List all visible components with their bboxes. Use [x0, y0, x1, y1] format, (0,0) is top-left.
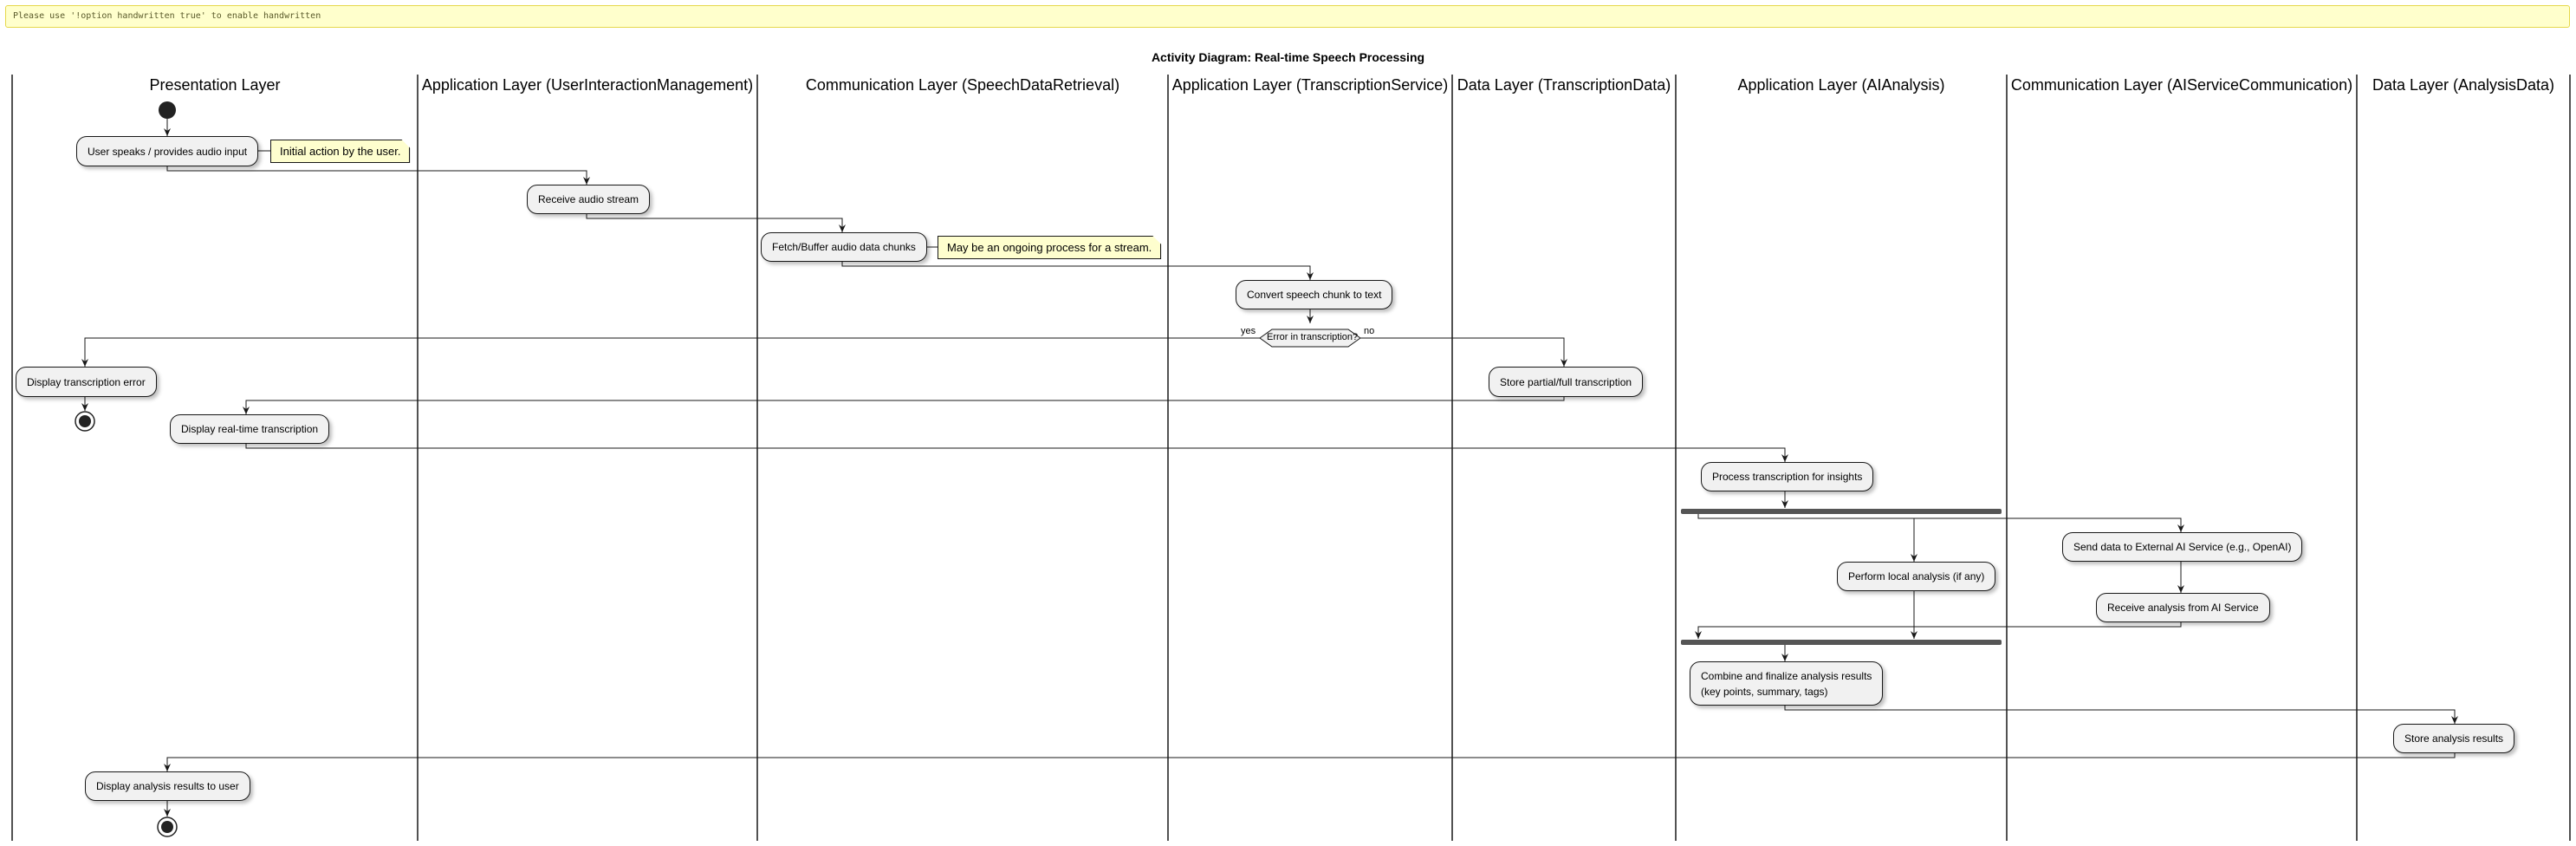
end-node-final — [157, 817, 178, 837]
handwritten-warning-banner: Please use '!option handwritten true' to… — [5, 5, 2570, 28]
decision-label: Error in transcription? — [1267, 332, 1359, 342]
activity-process-insights: Process transcription for insights — [1701, 462, 1874, 491]
activity-display-error: Display transcription error — [16, 367, 157, 397]
activity-receive-analysis: Receive analysis from AI Service — [2096, 593, 2270, 622]
activity-display-realtime: Display real-time transcription — [170, 414, 330, 444]
join-bar — [1681, 640, 2002, 645]
lane-title-ai-service-communication: Communication Layer (AIServiceCommunicat… — [2010, 76, 2353, 94]
lane-title-user-interaction: Application Layer (UserInteractionManage… — [421, 76, 754, 94]
activity-receive-audio: Receive audio stream — [527, 185, 651, 214]
activity-user-speaks: User speaks / provides audio input — [76, 136, 259, 166]
decision-yes-label: yes — [1241, 326, 1256, 336]
lane-title-analysis-data: Data Layer (AnalysisData) — [2372, 76, 2555, 94]
activity-display-results: Display analysis results to user — [85, 771, 250, 801]
lane-title-ai-analysis: Application Layer (AIAnalysis) — [1737, 76, 1945, 94]
activity-local-analysis: Perform local analysis (if any) — [1837, 562, 1996, 591]
decision-diamond — [1259, 329, 1361, 348]
activity-store-transcription: Store partial/full transcription — [1489, 367, 1644, 397]
activity-combine-results: Combine and finalize analysis results (k… — [1690, 661, 1884, 706]
start-node — [159, 101, 176, 119]
lane-dividers — [11, 75, 2571, 841]
lane-title-presentation: Presentation Layer — [149, 76, 281, 94]
activity-store-analysis: Store analysis results — [2393, 724, 2515, 753]
lane-title-speech-data-retrieval: Communication Layer (SpeechDataRetrieval… — [805, 76, 1120, 94]
activity-fetch-buffer: Fetch/Buffer audio data chunks — [761, 232, 927, 262]
end-node-error — [75, 411, 95, 432]
diagram-title: Activity Diagram: Real-time Speech Proce… — [1151, 50, 1425, 64]
decision-no-label: no — [1364, 326, 1375, 336]
note-initial-action: Initial action by the user. — [270, 140, 410, 163]
fork-bar — [1681, 509, 2002, 514]
lane-title-transcription-data: Data Layer (TranscriptionData) — [1457, 76, 1671, 94]
activity-convert-chunk: Convert speech chunk to text — [1236, 280, 1393, 309]
note-ongoing-process: May be an ongoing process for a stream. — [938, 236, 1161, 259]
lane-title-transcription-service: Application Layer (TranscriptionService) — [1171, 76, 1449, 94]
activity-send-external: Send data to External AI Service (e.g., … — [2062, 532, 2303, 562]
